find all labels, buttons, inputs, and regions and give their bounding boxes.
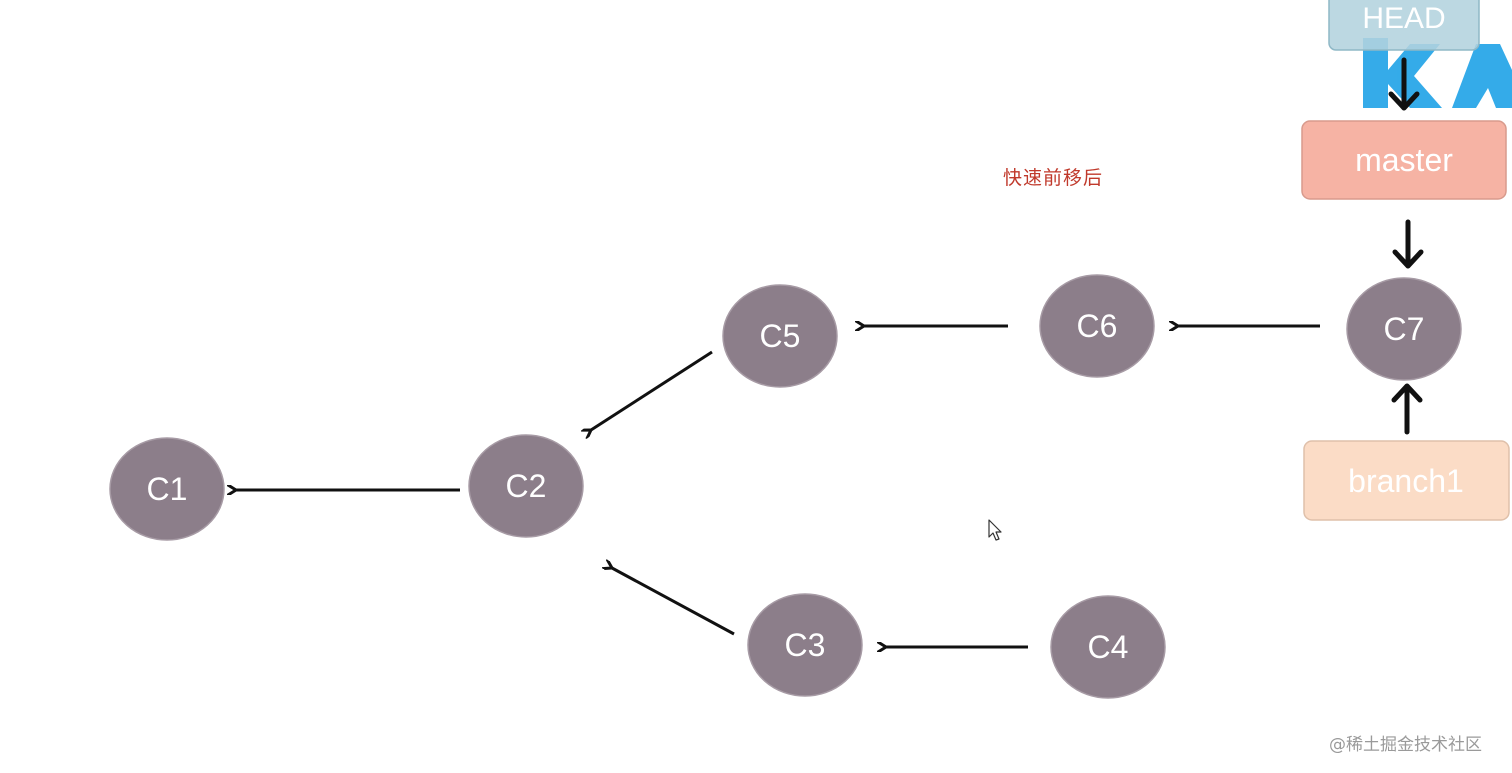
commit-label: C2 [506,468,547,504]
commit-node-c1: C1 [109,437,225,541]
commit-label: C1 [147,471,188,507]
mouse-pointer-icon [988,519,1002,541]
parent-link-c3-c2 [612,568,735,636]
watermark: @稀土掘金技术社区 [1329,735,1482,755]
commit-node-c3: C3 [747,593,863,697]
head-label: HEAD [1362,2,1445,35]
commit-label: C4 [1088,629,1129,665]
commit-node-c2: C2 [468,434,584,538]
parent-link-c5-c2 [591,350,713,430]
branch1-ref: branch1 [1303,440,1510,521]
commit-node-c6: C6 [1039,274,1155,378]
commit-label: C3 [785,627,826,663]
master-label: master [1355,142,1453,178]
commit-label: C6 [1077,308,1118,344]
commit-node-c5: C5 [722,284,838,388]
master-ref: master [1301,120,1507,200]
commit-node-c7: C7 [1346,277,1462,381]
arrow-master-to-c7-tip [1392,249,1424,269]
branch1-label: branch1 [1348,463,1464,499]
head-ref: HEAD [1328,0,1480,51]
commit-label: C7 [1384,311,1425,347]
arrow-branch1-to-c7-tip [1391,383,1423,403]
commit-node-c4: C4 [1050,595,1166,699]
commit-label: C5 [760,318,801,354]
diagram-caption: 快速前移后 [1003,167,1104,189]
arrow-head-to-master-tip [1388,91,1420,111]
